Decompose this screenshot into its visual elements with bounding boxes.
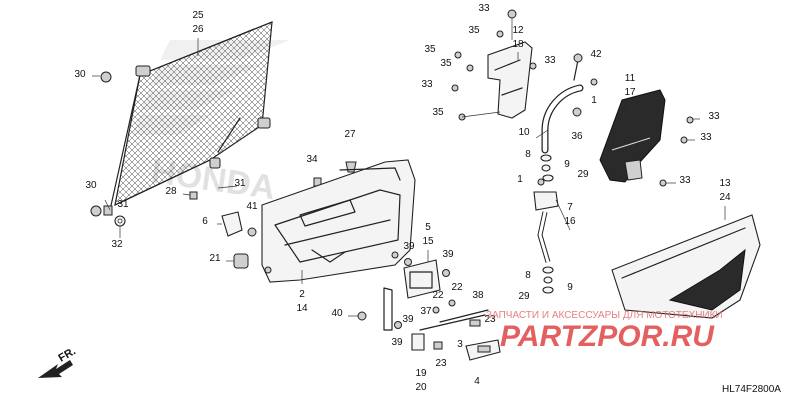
watermark-site: PARTZPOR.RU (500, 320, 715, 353)
net-clip-icon (257, 117, 271, 129)
front-arrow-icon (38, 360, 73, 378)
callout-23: 23 (435, 358, 447, 369)
callout-25: 25 (192, 10, 204, 21)
callout-17: 17 (624, 87, 636, 98)
callout-28: 28 (165, 186, 177, 197)
callout-33: 33 (679, 175, 691, 186)
net-clip-icon (209, 157, 221, 169)
door-net (109, 21, 273, 211)
callout-34: 34 (306, 154, 318, 165)
callout-1: 1 (517, 174, 523, 185)
callout-6: 6 (202, 216, 208, 227)
callout-37: 37 (420, 306, 432, 317)
callout-39: 39 (442, 249, 454, 260)
callout-26: 26 (192, 24, 204, 35)
callout-39: 39 (403, 241, 415, 252)
callout-20: 20 (415, 382, 427, 393)
callout-8: 8 (525, 270, 531, 281)
callout-2: 2 (299, 289, 305, 300)
callout-39: 39 (402, 314, 414, 325)
watermark-caption: ЗАПЧАСТИ И АКСЕССУАРЫ ДЛЯ МОТОТЕХНИКИ (486, 310, 723, 321)
diagram-code: HL74F2800A (722, 384, 781, 395)
callout-42: 42 (590, 49, 602, 60)
callout-7: 7 (567, 202, 573, 213)
callout-9: 9 (564, 159, 570, 170)
clip-icon (103, 205, 113, 216)
callout-35: 35 (440, 58, 452, 69)
callout-16: 16 (564, 216, 576, 227)
door-panel (261, 159, 416, 283)
callout-14: 14 (296, 303, 308, 314)
cushion-icon (233, 253, 249, 269)
callout-39: 39 (391, 337, 403, 348)
callout-33: 33 (708, 111, 720, 122)
callout-4: 4 (474, 376, 480, 387)
callout-32: 32 (111, 239, 123, 250)
callout-21: 21 (209, 253, 221, 264)
leader-lines (92, 38, 726, 284)
callout-33: 33 (478, 3, 490, 14)
latch-assembly (348, 258, 501, 361)
callout-38: 38 (472, 290, 484, 301)
callout-27: 27 (344, 129, 356, 140)
callout-33: 33 (700, 132, 712, 143)
door-rods (533, 53, 598, 294)
callout-15: 15 (422, 236, 434, 247)
callout-1: 1 (591, 95, 597, 106)
callout-35: 35 (424, 44, 436, 55)
lock-icon (411, 333, 425, 351)
callout-31: 31 (234, 178, 246, 189)
callout-23: 23 (484, 314, 496, 325)
front-direction-indicator: FR. (38, 345, 78, 378)
callout-30: 30 (74, 69, 86, 80)
hinge-icon (221, 211, 243, 237)
callout-18: 18 (512, 39, 524, 50)
door-skin-panel (611, 214, 761, 319)
bolt-icon (357, 311, 367, 321)
callout-41: 41 (246, 201, 258, 212)
callout-35: 35 (468, 25, 480, 36)
callout-5: 5 (425, 222, 431, 233)
callout-31: 31 (117, 199, 129, 210)
callout-33: 33 (421, 79, 433, 90)
callout-30: 30 (85, 180, 97, 191)
callout-29: 29 (577, 169, 589, 180)
front-label: FR. (57, 345, 78, 364)
bolt-icon (100, 71, 112, 83)
callout-36: 36 (571, 131, 583, 142)
upper-bracket (451, 9, 537, 121)
net-clip-icon (135, 65, 151, 77)
bolt-icon (90, 205, 102, 217)
callout-8: 8 (525, 149, 531, 160)
callout-22: 22 (432, 290, 444, 301)
callout-12: 12 (512, 25, 524, 36)
callout-10: 10 (518, 127, 530, 138)
callout-29: 29 (518, 291, 530, 302)
callout-40: 40 (331, 308, 343, 319)
callout-11: 11 (625, 73, 636, 84)
callout-33: 33 (544, 55, 556, 66)
callout-9: 9 (567, 282, 573, 293)
callout-19: 19 (415, 368, 427, 379)
nut-icon (247, 227, 257, 237)
callout-24: 24 (719, 192, 731, 203)
screw-icon (189, 191, 198, 200)
callout-35: 35 (432, 107, 444, 118)
callout-22: 22 (451, 282, 463, 293)
callout-13: 13 (719, 178, 731, 189)
hinge-cover (599, 89, 694, 187)
clip-icon (345, 161, 357, 173)
door-hinge-parts (221, 211, 257, 269)
callout-3: 3 (457, 339, 463, 350)
